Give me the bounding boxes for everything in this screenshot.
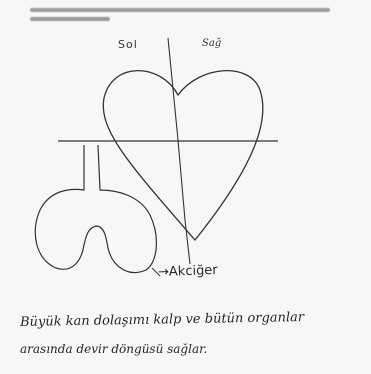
lung-label: →Akciğer <box>158 263 218 280</box>
lung-outline <box>35 145 156 273</box>
answer-line-2: arasında devir döngüsü sağlar. <box>20 342 360 356</box>
vertical-divider-line <box>168 38 190 264</box>
heart-outline <box>103 71 263 240</box>
